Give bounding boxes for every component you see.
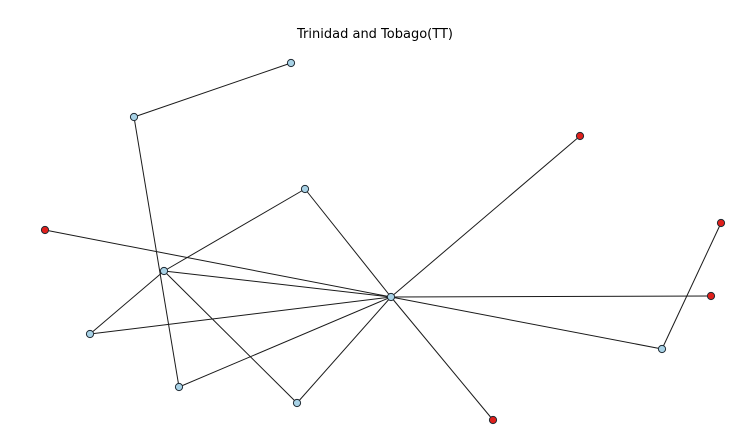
node-n8-light — [292, 398, 302, 408]
edge-n2-n3 — [304, 188, 392, 298]
edge-n3-n10 — [390, 135, 581, 298]
edge-n3-n11 — [390, 295, 712, 298]
node-n6-light — [85, 329, 95, 339]
node-n0-light — [286, 58, 296, 68]
node-n9-red — [40, 225, 50, 235]
node-n1-light — [129, 112, 139, 122]
node-n13-red — [716, 218, 726, 228]
node-n7-light — [174, 382, 184, 392]
edge-n4-n6 — [89, 270, 165, 335]
node-n12-red — [488, 415, 498, 425]
edge-n2-n4 — [163, 188, 306, 272]
edges-layer — [44, 62, 722, 421]
edge-n5-n13 — [661, 222, 722, 350]
graph-title: Trinidad and Tobago(TT) — [297, 27, 453, 42]
node-n2-light — [300, 184, 310, 194]
node-n5-light — [657, 344, 667, 354]
node-n4-light — [159, 266, 169, 276]
edge-n3-n8 — [296, 296, 392, 404]
node-n3-light — [386, 292, 396, 302]
edge-n3-n7 — [178, 296, 392, 388]
edge-n3-n12 — [390, 296, 494, 421]
edge-n3-n6 — [89, 296, 392, 335]
edge-n3-n4 — [163, 270, 392, 298]
nodes-layer — [40, 58, 726, 425]
edge-n3-n9 — [44, 229, 392, 298]
edge-n4-n8 — [163, 270, 298, 404]
node-n10-red — [575, 131, 585, 141]
edge-n0-n1 — [133, 62, 292, 118]
node-n11-red — [706, 291, 716, 301]
edge-n3-n5 — [390, 296, 663, 350]
